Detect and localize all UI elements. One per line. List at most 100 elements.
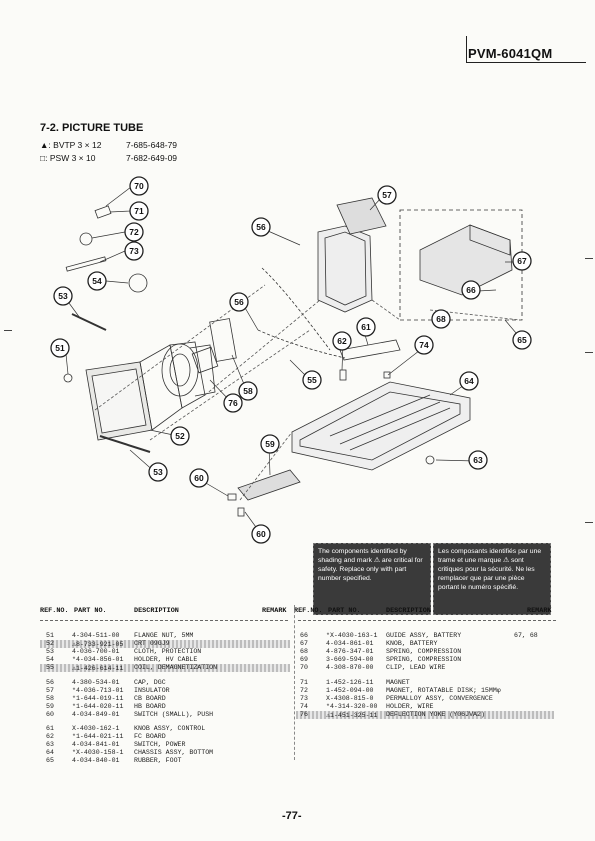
part-no-cell: 1-452-094-00 bbox=[326, 686, 374, 694]
legend-label: : PSW 3 × 10 bbox=[45, 153, 96, 163]
ref-no-cell: 69 bbox=[300, 656, 308, 664]
callout-56-top: 56 bbox=[251, 217, 271, 237]
svg-text:60: 60 bbox=[194, 473, 204, 483]
part-no-cell: 3-669-594-00 bbox=[326, 656, 374, 664]
svg-text:61: 61 bbox=[361, 322, 371, 332]
svg-text:60: 60 bbox=[256, 529, 266, 539]
wire-holder bbox=[383, 371, 391, 379]
description-cell: SPRING, COMPRESSION bbox=[386, 648, 462, 656]
ref-no-cell: 70 bbox=[300, 664, 308, 672]
main-frame bbox=[317, 225, 373, 313]
callout-71: 71 bbox=[129, 201, 149, 221]
exploded-view-diagram: 70 71 72 73 54 53 51 56 56 57 67 66 68 6… bbox=[50, 176, 532, 544]
svg-text:76: 76 bbox=[228, 398, 238, 408]
callout-69: 68 bbox=[431, 309, 451, 329]
description-cell: DEFLECTION YOKE (Y06JVA2) bbox=[386, 710, 485, 718]
callout-55: 55 bbox=[302, 370, 322, 390]
description-cell: FC BOARD bbox=[134, 733, 166, 741]
header-rule bbox=[466, 36, 467, 62]
svg-text:53: 53 bbox=[153, 467, 163, 477]
description-cell: PERMALLOY ASSY, CONVERGENCE bbox=[386, 694, 493, 702]
power-switch bbox=[339, 369, 347, 381]
ref-no-cell: 54 bbox=[46, 656, 54, 664]
page-number: -77- bbox=[282, 810, 302, 822]
flange-nut bbox=[63, 373, 73, 383]
part-no-cell: *4-034-856-01 bbox=[72, 656, 124, 664]
description-cell: MAGNET, ROTATABLE DISK; 15MMφ bbox=[386, 686, 501, 694]
ref-no-cell: 71 bbox=[300, 678, 308, 686]
part-no-cell: *X-4030-158-1 bbox=[72, 749, 124, 757]
svg-text:71: 71 bbox=[134, 206, 144, 216]
description-cell: GUIDE ASSY, BATTERY bbox=[386, 632, 462, 639]
crt-tube bbox=[85, 341, 219, 441]
part-no-cell: *1-644-019-11 bbox=[72, 694, 124, 702]
column-divider bbox=[294, 605, 295, 760]
description-cell: COIL, DEMAGNETIZATION bbox=[134, 664, 218, 672]
ref-no-cell: 59 bbox=[46, 702, 54, 710]
remark-cell: 67, 68 bbox=[514, 632, 538, 639]
ref-no-cell: 67 bbox=[300, 640, 308, 648]
magnet-part bbox=[94, 205, 112, 219]
svg-text:63: 63 bbox=[473, 455, 483, 465]
description-cell: HOLDER, HV CABLE bbox=[134, 656, 198, 664]
svg-text:51: 51 bbox=[55, 343, 65, 353]
header-rule-left bbox=[40, 620, 288, 621]
table-row: 54 *4-034-856-01 HOLDER, HV CABLE bbox=[40, 656, 290, 664]
callout-74: 74 bbox=[414, 335, 434, 355]
legend-label: : BVTP 3 × 12 bbox=[48, 140, 102, 150]
callout-68: 67 bbox=[512, 251, 532, 271]
section-title: 7-2. PICTURE TUBE bbox=[40, 122, 144, 134]
safety-notice-french: Les composants identifiés par une trame … bbox=[433, 543, 551, 615]
description-cell: KNOB ASSY, CONTROL bbox=[134, 725, 206, 732]
part-no-cell: 4-034-840-01 bbox=[72, 757, 120, 765]
protection-cloth bbox=[71, 313, 107, 331]
ref-no-cell: 56 bbox=[46, 678, 54, 686]
part-no-cell: *1-644-020-11 bbox=[72, 702, 124, 710]
description-cell: HOLDER, WIRE bbox=[386, 702, 434, 710]
svg-text:62: 62 bbox=[337, 336, 347, 346]
description-cell: SWITCH, POWER bbox=[134, 741, 186, 749]
bottom-chassis bbox=[291, 381, 471, 471]
ref-no-cell: 74 bbox=[300, 702, 308, 710]
ref-no-cell: 65 bbox=[46, 757, 54, 765]
svg-text:70: 70 bbox=[134, 181, 144, 191]
callout-63: 62 bbox=[332, 331, 352, 351]
part-no-cell: 4-034-841-01 bbox=[72, 741, 120, 749]
ref-no-cell: 68 bbox=[300, 648, 308, 656]
description-cell: CLIP, LEAD WIRE bbox=[386, 664, 446, 672]
part-no-cell: ⚠1-426-614-11 bbox=[72, 665, 124, 673]
ref-no-cell: 51 bbox=[46, 632, 54, 639]
edge-mark bbox=[4, 330, 12, 331]
svg-text:56: 56 bbox=[234, 297, 244, 307]
part-no-cell: 4-304-511-00 bbox=[72, 632, 120, 639]
legend-code: 7-682-649-09 bbox=[126, 153, 178, 163]
header-description-right: DESCRIPTION bbox=[386, 607, 431, 615]
callout-58: 58 bbox=[238, 381, 258, 401]
header-description: DESCRIPTION bbox=[134, 607, 179, 615]
header-ref-no: REF.NO. bbox=[40, 607, 69, 615]
svg-text:52: 52 bbox=[175, 431, 185, 441]
push-switch bbox=[227, 493, 237, 501]
legend-screw-1: ▲: BVTP 3 × 12 7-685-648-79 bbox=[40, 140, 177, 150]
svg-text:56: 56 bbox=[256, 222, 266, 232]
svg-text:66: 66 bbox=[466, 285, 476, 295]
header-part-no-right: PART NO. bbox=[328, 607, 361, 615]
callout-76: 76 bbox=[223, 393, 243, 413]
legend-screw-2: □: PSW 3 × 10 7-682-649-09 bbox=[40, 153, 177, 163]
part-no-cell: 4-034-861-01 bbox=[326, 640, 374, 648]
cb-board bbox=[209, 318, 237, 362]
part-no-cell: 4-380-534-01 bbox=[72, 678, 120, 686]
control-knob bbox=[237, 507, 245, 517]
triangle-icon: ▲ bbox=[40, 140, 49, 150]
description-cell: RUBBER, FOOT bbox=[134, 757, 182, 765]
model-number: PVM-6041QM bbox=[468, 46, 553, 61]
